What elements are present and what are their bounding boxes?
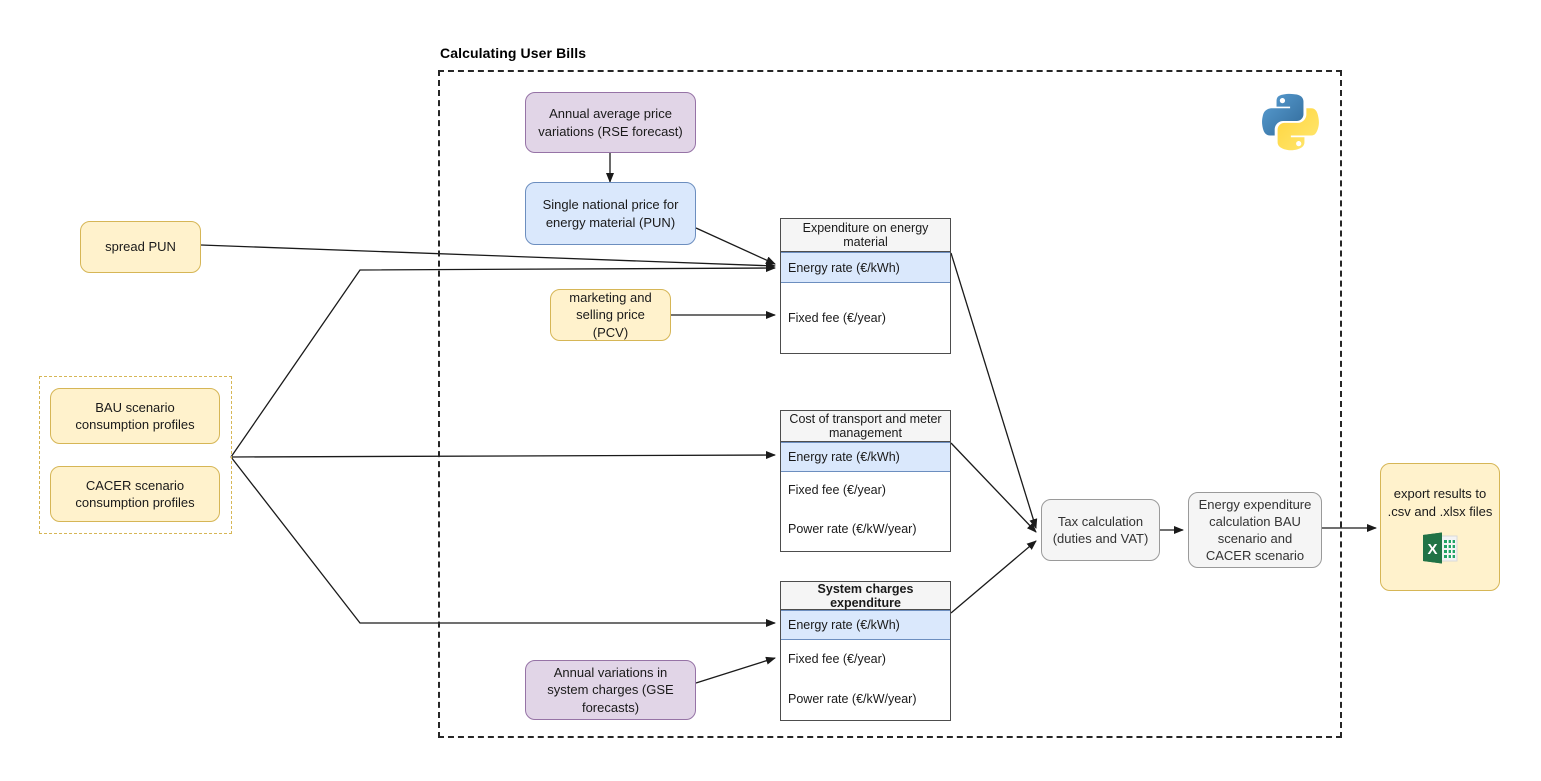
- gse-forecast-node[interactable]: Annual variations in system charges (GSE…: [525, 660, 696, 720]
- pun-label: Single national price for energy materia…: [542, 197, 679, 230]
- table-row[interactable]: Power rate (€/kW/year): [781, 678, 950, 719]
- pun-node[interactable]: Single national price for energy materia…: [525, 182, 696, 245]
- table-row[interactable]: Fixed fee (€/year): [781, 640, 950, 678]
- table-row[interactable]: Fixed fee (€/year): [781, 472, 950, 508]
- table-row[interactable]: Fixed fee (€/year): [781, 283, 950, 352]
- system-charges-expenditure-table: System charges expenditure Energy rate (…: [780, 581, 951, 721]
- table-row[interactable]: Power rate (€/kW/year): [781, 508, 950, 549]
- consumption-profiles-group: [39, 376, 232, 534]
- tax-calculation-node[interactable]: Tax calculation (duties and VAT): [1041, 499, 1160, 561]
- excel-xlsx-icon: X: [1422, 532, 1458, 567]
- python-logo-icon: [1259, 90, 1321, 152]
- cacer-profiles-node[interactable]: CACER scenario consumption profiles: [50, 466, 220, 522]
- spread-pun-label: spread PUN: [105, 239, 176, 255]
- export-results-label: export results to .csv and .xlsx files: [1387, 486, 1493, 519]
- svg-text:X: X: [1427, 541, 1437, 558]
- cost-transport-meter-table: Cost of transport and meter management E…: [780, 410, 951, 552]
- cacer-profiles-label: CACER scenario consumption profiles: [75, 477, 195, 510]
- table-row[interactable]: Energy rate (€/kWh): [781, 442, 950, 472]
- table-header: Expenditure on energy material: [781, 219, 950, 252]
- rse-forecast-label: Annual average price variations (RSE for…: [538, 106, 683, 139]
- tax-calculation-label: Tax calculation (duties and VAT): [1052, 513, 1149, 546]
- table-header: System charges expenditure: [781, 582, 950, 610]
- table-row[interactable]: Energy rate (€/kWh): [781, 610, 950, 640]
- table-header: Cost of transport and meter management: [781, 411, 950, 442]
- bau-profiles-node[interactable]: BAU scenario consumption profiles: [50, 388, 220, 444]
- page-title: Calculating User Bills: [440, 45, 587, 61]
- pcv-label: marketing and selling price (PCV): [569, 290, 652, 340]
- energy-expenditure-calculation-label: Energy expenditure calculation BAU scena…: [1198, 496, 1312, 564]
- export-results-node[interactable]: export results to .csv and .xlsx files: [1380, 463, 1500, 591]
- spread-pun-node[interactable]: spread PUN: [80, 221, 201, 273]
- pcv-node[interactable]: marketing and selling price (PCV): [550, 289, 671, 341]
- expenditure-energy-material-table: Expenditure on energy material Energy ra…: [780, 218, 951, 354]
- gse-forecast-label: Annual variations in system charges (GSE…: [547, 665, 674, 715]
- table-row[interactable]: Energy rate (€/kWh): [781, 252, 950, 283]
- energy-expenditure-calculation-node[interactable]: Energy expenditure calculation BAU scena…: [1188, 492, 1322, 568]
- calculating-user-bills-container: [438, 70, 1342, 738]
- bau-profiles-label: BAU scenario consumption profiles: [75, 399, 195, 432]
- rse-forecast-node[interactable]: Annual average price variations (RSE for…: [525, 92, 696, 153]
